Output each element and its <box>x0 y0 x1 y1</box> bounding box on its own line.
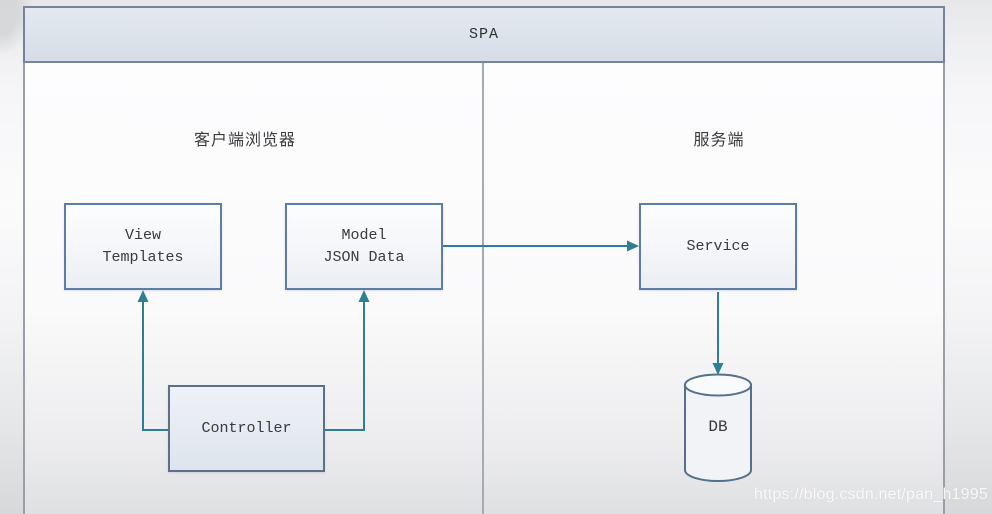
section-label-server: 服务端 <box>693 132 745 149</box>
db-cylinder <box>684 373 752 482</box>
section-divider <box>482 63 484 514</box>
diagram-header: SPA <box>23 6 945 63</box>
section-label-client: 客户端浏览器 <box>193 132 297 149</box>
diagram-title: SPA <box>468 26 499 43</box>
node-model-json-data: Model JSON Data <box>285 203 443 290</box>
csdn-watermark: https://blog.csdn.net/pan_h1995 <box>754 486 988 503</box>
node-view-templates: View Templates <box>64 203 222 290</box>
node-db-label: DB <box>708 418 728 436</box>
node-controller: Controller <box>168 385 325 472</box>
node-service: Service <box>639 203 797 290</box>
